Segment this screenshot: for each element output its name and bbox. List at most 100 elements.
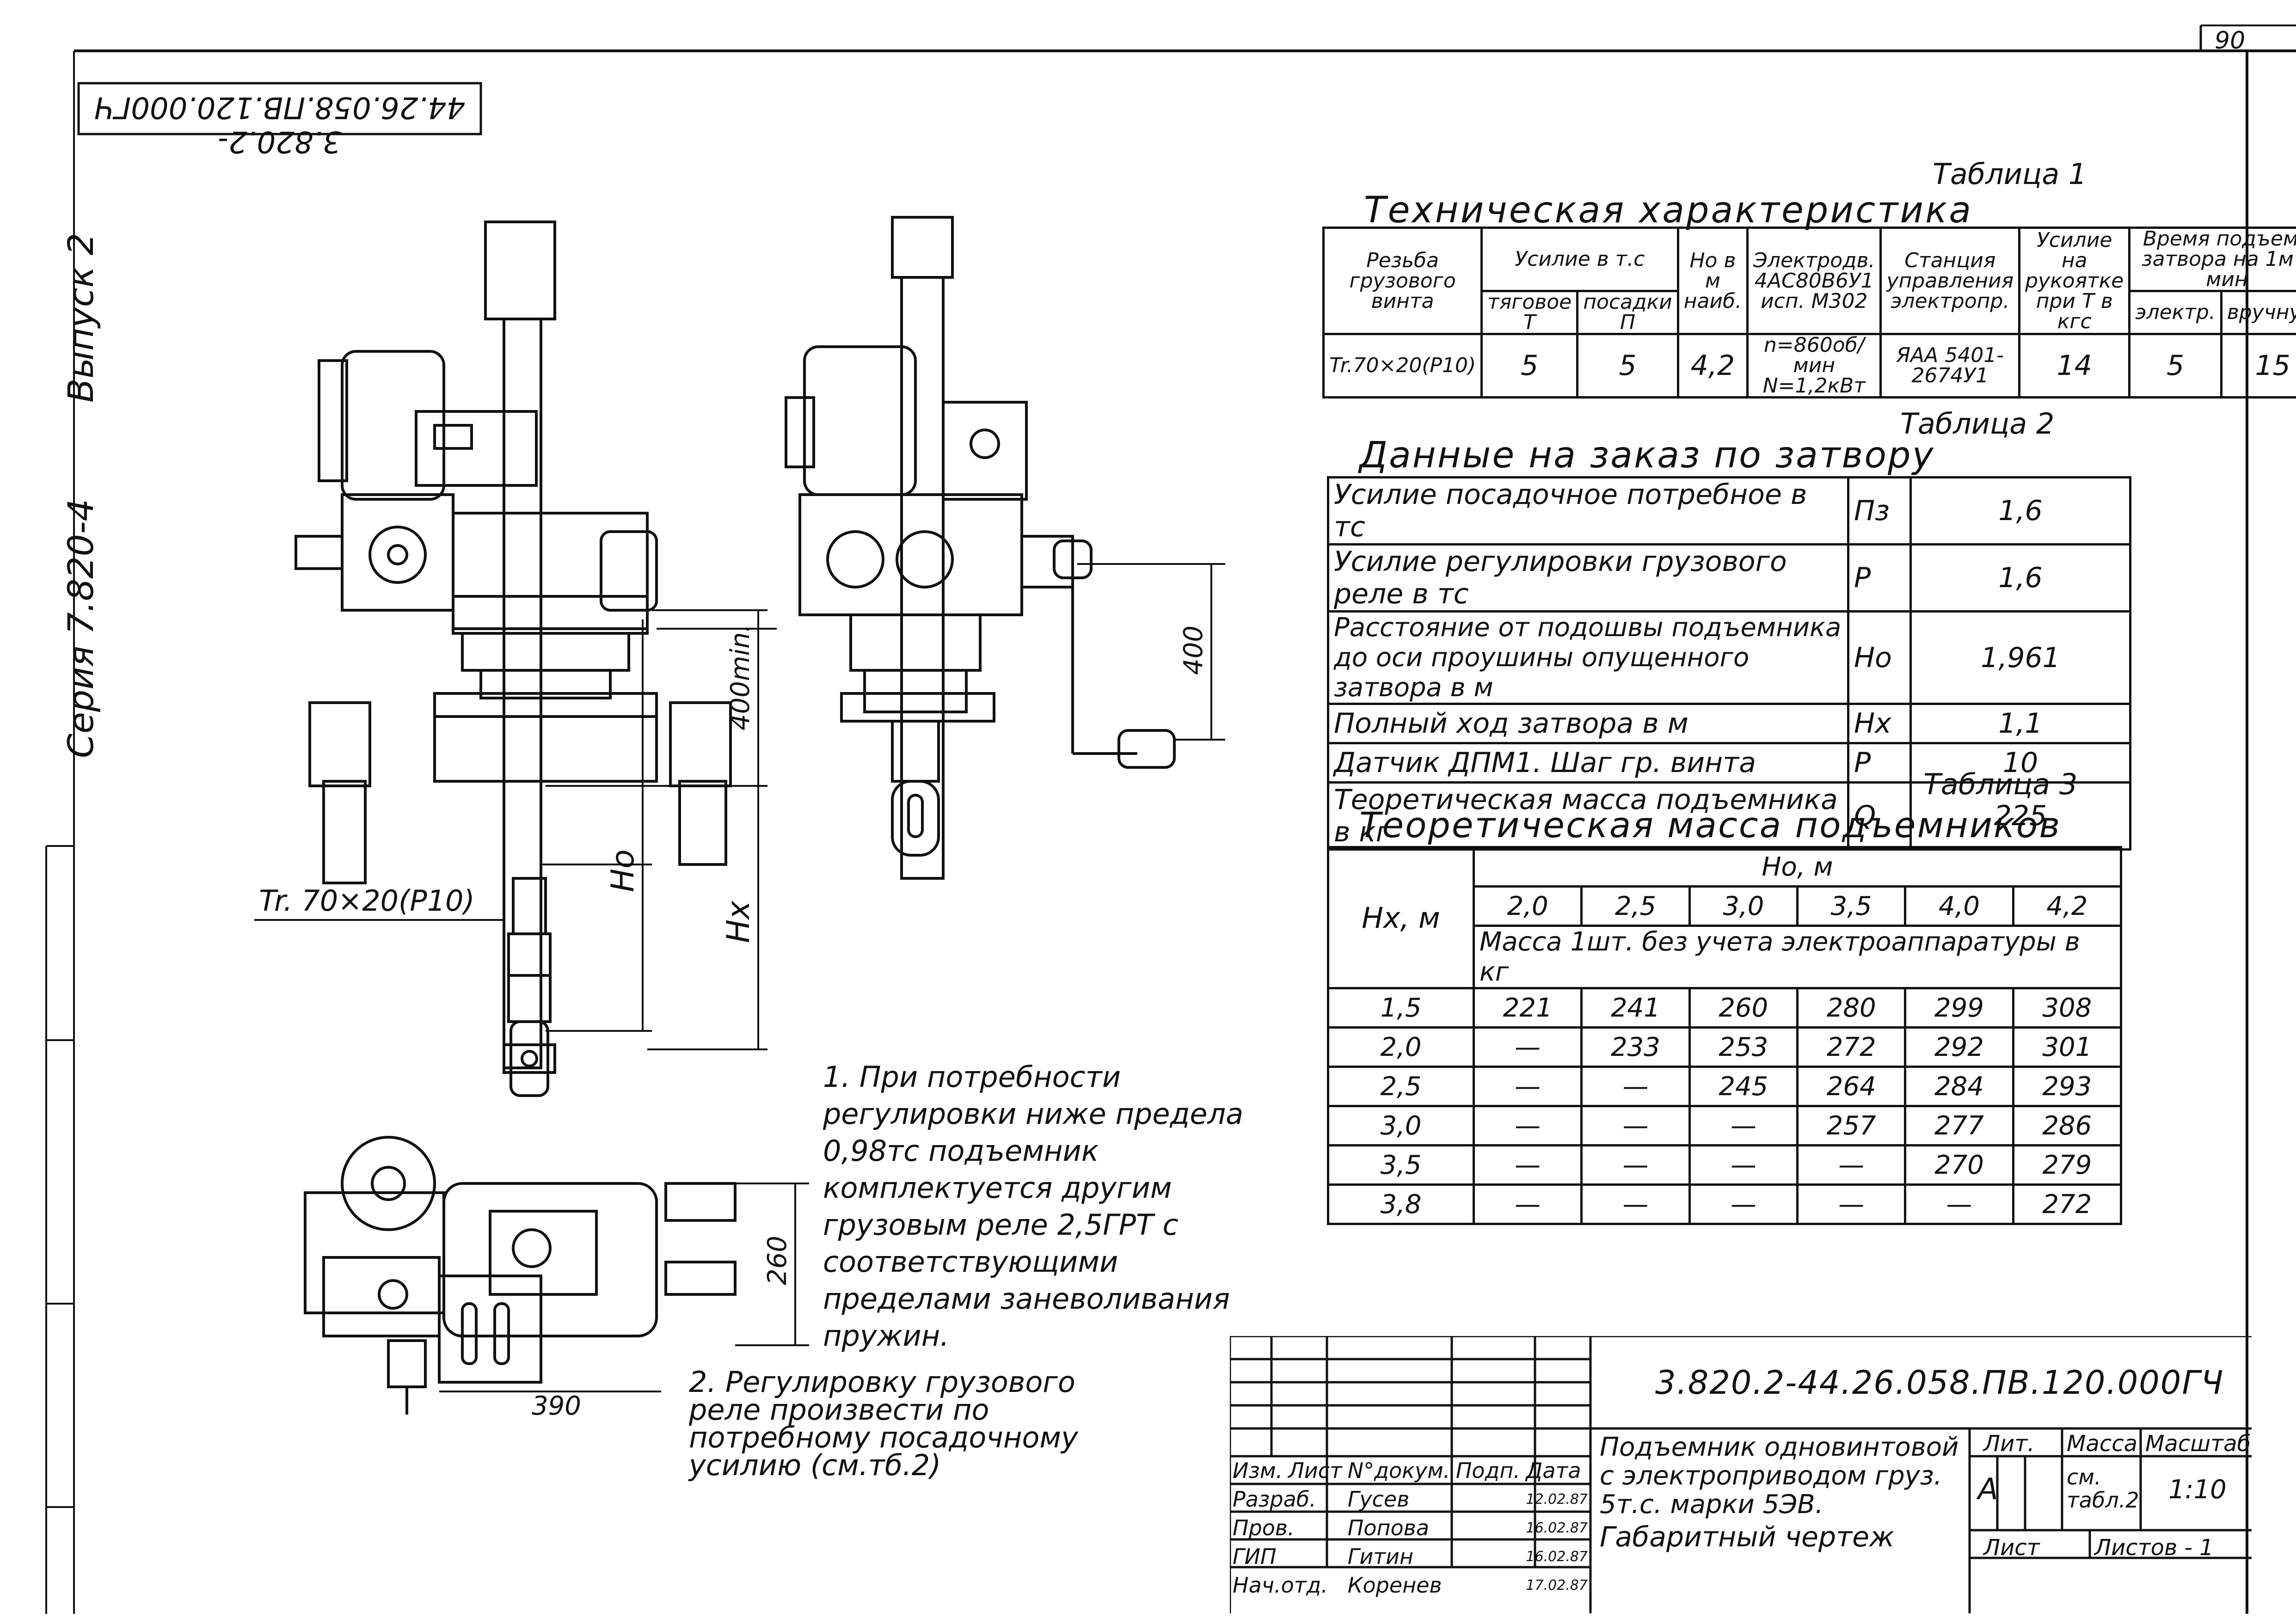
table2-title: Данные на заказ по затвору xyxy=(1359,435,1935,476)
tb-name-1: Попова xyxy=(1347,1515,1430,1540)
tb-lit: А xyxy=(1978,1472,1998,1507)
tb-h-change: Изм. xyxy=(1233,1458,1283,1483)
t3-cell: — xyxy=(1904,1183,2014,1225)
tb-h-scale: Масштаб xyxy=(2145,1431,2251,1457)
t2-sym-3: Нх xyxy=(1847,703,1912,744)
tb-date-1: 16.02.87 xyxy=(1526,1520,1588,1536)
t3-cell: — xyxy=(1580,1066,1691,1107)
title-block-signatures: Изм. Лист N°докум. Подп. Дата Разраб. Гу… xyxy=(1230,1456,1590,1600)
t3-cell: — xyxy=(1472,1026,1583,1068)
t3-cell: — xyxy=(1472,1066,1583,1107)
mechanical-drawing: Tr. 70×20(P10) 400min. Ho Hx 400 260 390 xyxy=(254,216,1225,1421)
t3-cell: — xyxy=(1580,1144,1691,1186)
t3-cell: 308 xyxy=(2012,987,2123,1029)
tb-h-mass: Масса xyxy=(2067,1431,2138,1457)
t3-ho-2: 3,0 xyxy=(1688,885,1799,927)
t3-cell: 272 xyxy=(2012,1183,2123,1225)
t3-cell: — xyxy=(1472,1105,1583,1146)
table3-caption: Таблица 3 xyxy=(1923,767,2078,801)
tb-role-0: Разраб. xyxy=(1233,1487,1316,1512)
t3-hx-3: 3,0 xyxy=(1327,1105,1475,1146)
t3-cell: — xyxy=(1688,1105,1799,1146)
t1-handle: 14 xyxy=(2018,333,2131,398)
dim-260: 260 xyxy=(762,1236,792,1285)
t3-cell: 272 xyxy=(1796,1026,1907,1068)
t1-thread: Tr.70×20(P10) xyxy=(1322,333,1483,398)
t3-cell: 293 xyxy=(2012,1066,2123,1107)
tb-h-list: Лист xyxy=(1983,1535,2040,1561)
tb-h-sign: Подп. xyxy=(1455,1458,1521,1483)
t2-sym-1: Р xyxy=(1847,543,1912,613)
t1-h-time: Время подъема затвора на 1м в мин xyxy=(2128,227,2296,292)
tb-h-doc: N°докум. xyxy=(1347,1458,1450,1483)
t2-value-1: 1,6 xyxy=(1909,543,2131,613)
tb-sign-1 xyxy=(1453,1514,1523,1542)
t3-cell: 286 xyxy=(2012,1105,2123,1146)
tb-h-lists: Листов - 1 xyxy=(2094,1535,2214,1561)
t1-h-thread: Резьба грузового винта xyxy=(1322,227,1483,335)
t3-cell: 270 xyxy=(1904,1144,2014,1186)
tb-name-0: Гусев xyxy=(1347,1487,1410,1512)
table2: Усилие посадочное потребное в тс Пз 1,6 … xyxy=(1327,476,2131,851)
table2-caption: Таблица 2 xyxy=(1900,407,2055,441)
t3-cell: — xyxy=(1580,1183,1691,1225)
t3-ho-4: 4,0 xyxy=(1904,885,2014,927)
dim-ho: Ho xyxy=(605,849,641,892)
t2-sym-2: Но xyxy=(1847,610,1912,705)
tb-sign-3 xyxy=(1453,1571,1523,1600)
t3-cell: 233 xyxy=(1580,1026,1691,1068)
tb-scale: 1:10 xyxy=(2168,1475,2227,1505)
t1-h-ho: Ho в м наиб. xyxy=(1676,227,1749,335)
t3-hx-5: 3,8 xyxy=(1327,1183,1475,1225)
t3-cell: 279 xyxy=(2012,1144,2123,1186)
t1-h-land-sym: П xyxy=(1620,311,1636,334)
t3-mass-note: Масса 1шт. без учета электроаппаратуры в… xyxy=(1473,925,2122,989)
t1-h-pull-text: тяговое xyxy=(1487,290,1572,314)
t3-cell: 253 xyxy=(1688,1026,1799,1068)
tb-mass: см. табл.2 xyxy=(2067,1465,2139,1513)
tb-date-0: 12.02.87 xyxy=(1526,1491,1588,1508)
tb-role-1: Пров. xyxy=(1233,1515,1295,1540)
dim-390: 390 xyxy=(532,1391,581,1421)
t3-hx-4: 3,5 xyxy=(1327,1144,1475,1186)
t3-cell: — xyxy=(1472,1183,1583,1225)
tb-sign-2 xyxy=(1453,1542,1523,1571)
t1-h-station: Станция управления электропр. xyxy=(1879,227,2021,335)
table1-caption: Таблица 1 xyxy=(1933,157,2087,191)
t3-cell: 264 xyxy=(1796,1066,1907,1107)
t1-h-handle: Усилие на рукоятке при Т в кгс xyxy=(2018,227,2131,335)
dim-hx: Hx xyxy=(720,901,757,943)
t1-h-motor: Электродв. 4АС80В6У1 исп. М302 xyxy=(1746,227,1882,335)
tb-role-2: ГИП xyxy=(1233,1544,1277,1569)
t3-cell: 292 xyxy=(1904,1026,2014,1068)
thread-label: Tr. 70×20(P10) xyxy=(259,884,475,918)
t1-ho: 4,2 xyxy=(1676,333,1749,398)
t3-cell: 221 xyxy=(1472,987,1583,1029)
t1-land: 5 xyxy=(1576,333,1679,398)
tb-name-2: Гитин xyxy=(1347,1544,1414,1569)
title-block-name: Подъемник одновинтовой с электроприводом… xyxy=(1600,1432,1959,1520)
t3-cell: 260 xyxy=(1688,987,1799,1029)
title-block-subtitle: Габаритный чертеж xyxy=(1600,1521,1895,1553)
t1-el: 5 xyxy=(2128,333,2222,398)
t3-hx-label: Нх, м xyxy=(1327,846,1475,989)
t3-cell: 301 xyxy=(2012,1026,2123,1068)
t3-ho-5: 4,2 xyxy=(2012,885,2123,927)
tb-sign-0 xyxy=(1453,1485,1523,1514)
t3-cell: 277 xyxy=(1904,1105,2014,1146)
tb-role-3: Нач.отд. xyxy=(1233,1573,1328,1598)
t3-hx-1: 2,0 xyxy=(1327,1026,1475,1068)
t3-cell: 245 xyxy=(1688,1066,1799,1107)
t2-label-1: Усилие регулировки грузового реле в тс xyxy=(1327,543,1849,613)
t1-h-land-text: посадки xyxy=(1583,290,1672,314)
table1-title: Техническая характеристика xyxy=(1364,190,1973,231)
tb-name-3: Коренев xyxy=(1347,1573,1442,1598)
t3-ho-0: 2,0 xyxy=(1472,885,1583,927)
t3-cell: 284 xyxy=(1904,1066,2014,1107)
t2-label-0: Усилие посадочное потребное в тс xyxy=(1327,476,1849,545)
t2-label-3: Полный ход затвора в м xyxy=(1327,703,1849,744)
t3-ho-3: 3,5 xyxy=(1796,885,1907,927)
t1-h-pull-sym: Т xyxy=(1523,311,1536,334)
t1-hand: 15 xyxy=(2220,333,2296,398)
